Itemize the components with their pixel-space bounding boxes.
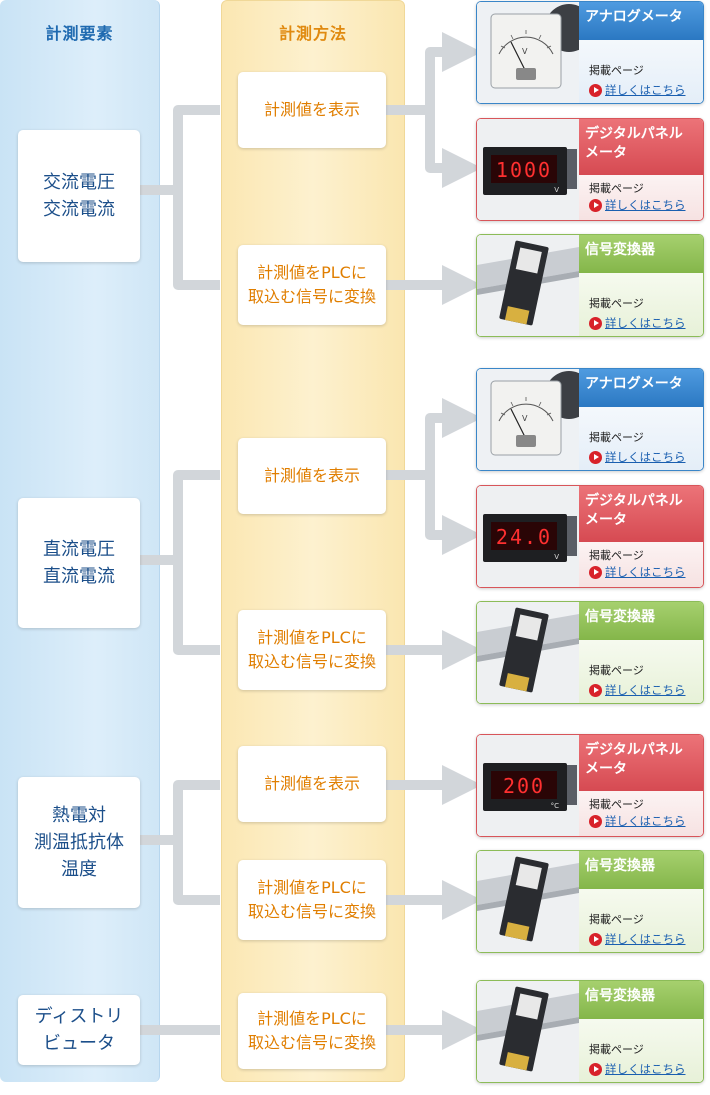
method-box-display: 計測値を表示 <box>238 746 386 822</box>
product-links: 掲載ページ詳しくはこちら <box>579 407 703 470</box>
details-link-text: 詳しくはこちら <box>605 683 686 697</box>
product-card: V アナログメータ掲載ページ詳しくはこちら <box>476 368 704 471</box>
page-label: 掲載ページ <box>589 913 644 926</box>
product-links: 掲載ページ詳しくはこちら <box>579 273 703 336</box>
product-links: 掲載ページ詳しくはこちら <box>579 791 703 836</box>
product-links: 掲載ページ詳しくはこちら <box>579 1019 703 1082</box>
element-box-ac: 交流電圧 交流電流 <box>18 130 140 262</box>
product-card: 信号変換器掲載ページ詳しくはこちら <box>476 234 704 337</box>
details-link-text: 詳しくはこちら <box>605 932 686 946</box>
details-link[interactable]: 詳しくはこちら <box>589 931 686 947</box>
panel-display-unit: V <box>554 553 559 561</box>
page-label: 掲載ページ <box>589 297 644 310</box>
method-box-plc-convert: 計測値をPLCに 取込む信号に変換 <box>238 860 386 940</box>
product-image: 200 °C <box>477 735 579 836</box>
page-label: 掲載ページ <box>589 182 644 195</box>
details-link-text: 詳しくはこちら <box>605 450 686 464</box>
details-link[interactable]: 詳しくはこちら <box>589 813 686 829</box>
element-box-distributor: ディストリ ビュータ <box>18 995 140 1065</box>
details-link-text: 詳しくはこちら <box>605 814 686 828</box>
product-title: 信号変換器 <box>579 235 703 273</box>
arrow-right-icon <box>589 316 602 330</box>
product-title: アナログメータ <box>579 369 703 407</box>
product-title: デジタルパネル メータ <box>579 119 703 175</box>
product-image: V <box>477 369 593 470</box>
panel-display-unit: V <box>554 186 559 194</box>
arrow-right-icon <box>589 565 602 579</box>
details-link[interactable]: 詳しくはこちら <box>589 682 686 698</box>
connector-arrow <box>173 840 220 905</box>
details-link-text: 詳しくはこちら <box>605 83 686 97</box>
details-link[interactable]: 詳しくはこちら <box>589 449 686 465</box>
product-title: アナログメータ <box>579 2 703 40</box>
product-title: デジタルパネル メータ <box>579 486 703 542</box>
product-title: 信号変換器 <box>579 851 703 889</box>
details-link[interactable]: 詳しくはこちら <box>589 1061 686 1077</box>
details-link-text: 詳しくはこちら <box>605 316 686 330</box>
methods-header: 計測方法 <box>278 24 347 43</box>
method-box-plc-convert: 計測値をPLCに 取込む信号に変換 <box>238 610 386 690</box>
product-links: 掲載ページ詳しくはこちら <box>579 640 703 703</box>
connector-arrow <box>425 110 482 188</box>
details-link[interactable]: 詳しくはこちら <box>589 82 686 98</box>
panel-display-value: 200 <box>503 774 545 798</box>
product-image <box>477 851 579 952</box>
method-box-plc-convert: 計測値をPLCに 取込む信号に変換 <box>238 993 386 1069</box>
product-card: 信号変換器掲載ページ詳しくはこちら <box>476 980 704 1083</box>
elements-header: 計測要素 <box>45 24 114 43</box>
details-link[interactable]: 詳しくはこちら <box>589 564 686 580</box>
product-title: 信号変換器 <box>579 602 703 640</box>
product-card: 信号変換器掲載ページ詳しくはこちら <box>476 601 704 704</box>
page-label: 掲載ページ <box>589 1043 644 1056</box>
product-image <box>477 981 579 1082</box>
details-link[interactable]: 詳しくはこちら <box>589 315 686 331</box>
arrow-right-icon <box>589 83 602 97</box>
page-label: 掲載ページ <box>589 64 644 77</box>
details-link-text: 詳しくはこちら <box>605 565 686 579</box>
arrow-right-icon <box>589 1062 602 1076</box>
method-box-display: 計測値を表示 <box>238 72 386 148</box>
meter-unit: V <box>522 414 528 423</box>
arrow-right-icon <box>589 683 602 697</box>
page-label: 掲載ページ <box>589 549 644 562</box>
connector-arrow <box>425 475 482 555</box>
product-image: V <box>477 2 593 103</box>
details-link-text: 詳しくはこちら <box>605 198 686 212</box>
page-label: 掲載ページ <box>589 798 644 811</box>
page-label: 掲載ページ <box>589 431 644 444</box>
arrow-right-icon <box>589 932 602 946</box>
panel-display-unit: °C <box>551 802 560 810</box>
product-title: 信号変換器 <box>579 981 703 1019</box>
panel-display-value: 24.0 <box>496 525 552 549</box>
arrow-right-icon <box>589 450 602 464</box>
arrow-right-icon <box>589 198 602 212</box>
method-box-plc-convert: 計測値をPLCに 取込む信号に変換 <box>238 245 386 325</box>
connector-arrow <box>173 560 220 655</box>
details-link-text: 詳しくはこちら <box>605 1062 686 1076</box>
element-box-dc: 直流電圧 直流電流 <box>18 498 140 628</box>
arrow-right-icon <box>589 814 602 828</box>
product-links: 掲載ページ詳しくはこちら <box>579 542 703 587</box>
product-card: 200 °C デジタルパネル メータ掲載ページ詳しくはこちら <box>476 734 704 837</box>
product-card: V アナログメータ掲載ページ詳しくはこちら <box>476 1 704 104</box>
product-image <box>477 235 579 336</box>
product-links: 掲載ページ詳しくはこちら <box>579 40 703 103</box>
connector-arrow <box>173 190 220 290</box>
product-links: 掲載ページ詳しくはこちら <box>579 889 703 952</box>
page-label: 掲載ページ <box>589 664 644 677</box>
meter-unit: V <box>522 47 528 56</box>
element-box-temperature: 熱電対 測温抵抗体 温度 <box>18 777 140 908</box>
method-box-display: 計測値を表示 <box>238 438 386 514</box>
panel-display-value: 1000 <box>496 158 552 182</box>
product-title: デジタルパネル メータ <box>579 735 703 791</box>
product-image <box>477 602 579 703</box>
product-card: 信号変換器掲載ページ詳しくはこちら <box>476 850 704 953</box>
product-links: 掲載ページ詳しくはこちら <box>579 175 703 220</box>
details-link[interactable]: 詳しくはこちら <box>589 197 686 213</box>
